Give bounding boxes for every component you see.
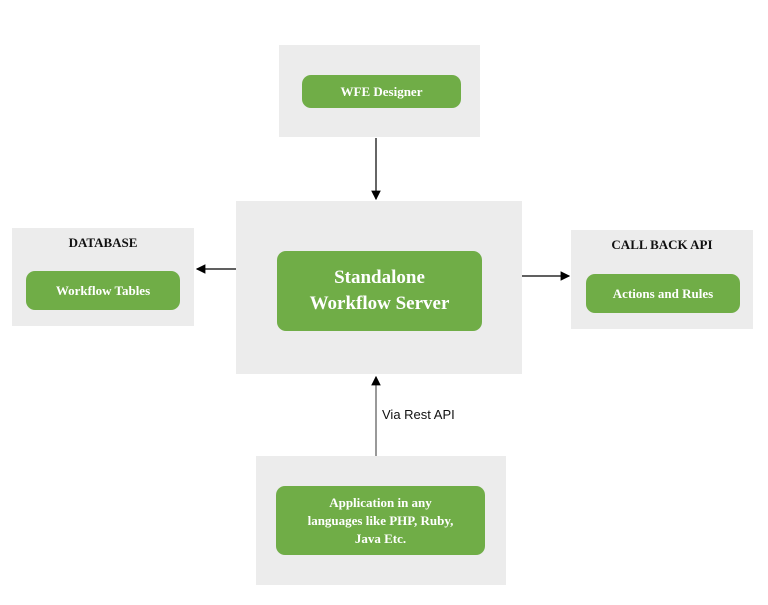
application-node: Application in any languages like PHP, R… [276, 486, 485, 555]
callback-label: Actions and Rules [612, 285, 714, 301]
callback-node: Actions and Rules [586, 274, 740, 313]
application-label-line1: Application in any [329, 494, 432, 510]
callback-title: CALL BACK API [611, 237, 713, 252]
designer-node: WFE Designer [302, 75, 461, 108]
database-node: Workflow Tables [26, 271, 180, 310]
rest-api-label: Via Rest API [382, 407, 455, 422]
database-title: DATABASE [68, 235, 138, 250]
application-label-line2: languages like PHP, Ruby, [307, 512, 454, 528]
designer-label: WFE Designer [340, 83, 423, 99]
database-label: Workflow Tables [55, 282, 151, 298]
application-label-line3: Java Etc. [354, 530, 407, 546]
server-label-line1: Standalone [334, 267, 425, 288]
server-label-line2: Workflow Server [309, 293, 450, 314]
server-node: Standalone Workflow Server [277, 251, 482, 331]
